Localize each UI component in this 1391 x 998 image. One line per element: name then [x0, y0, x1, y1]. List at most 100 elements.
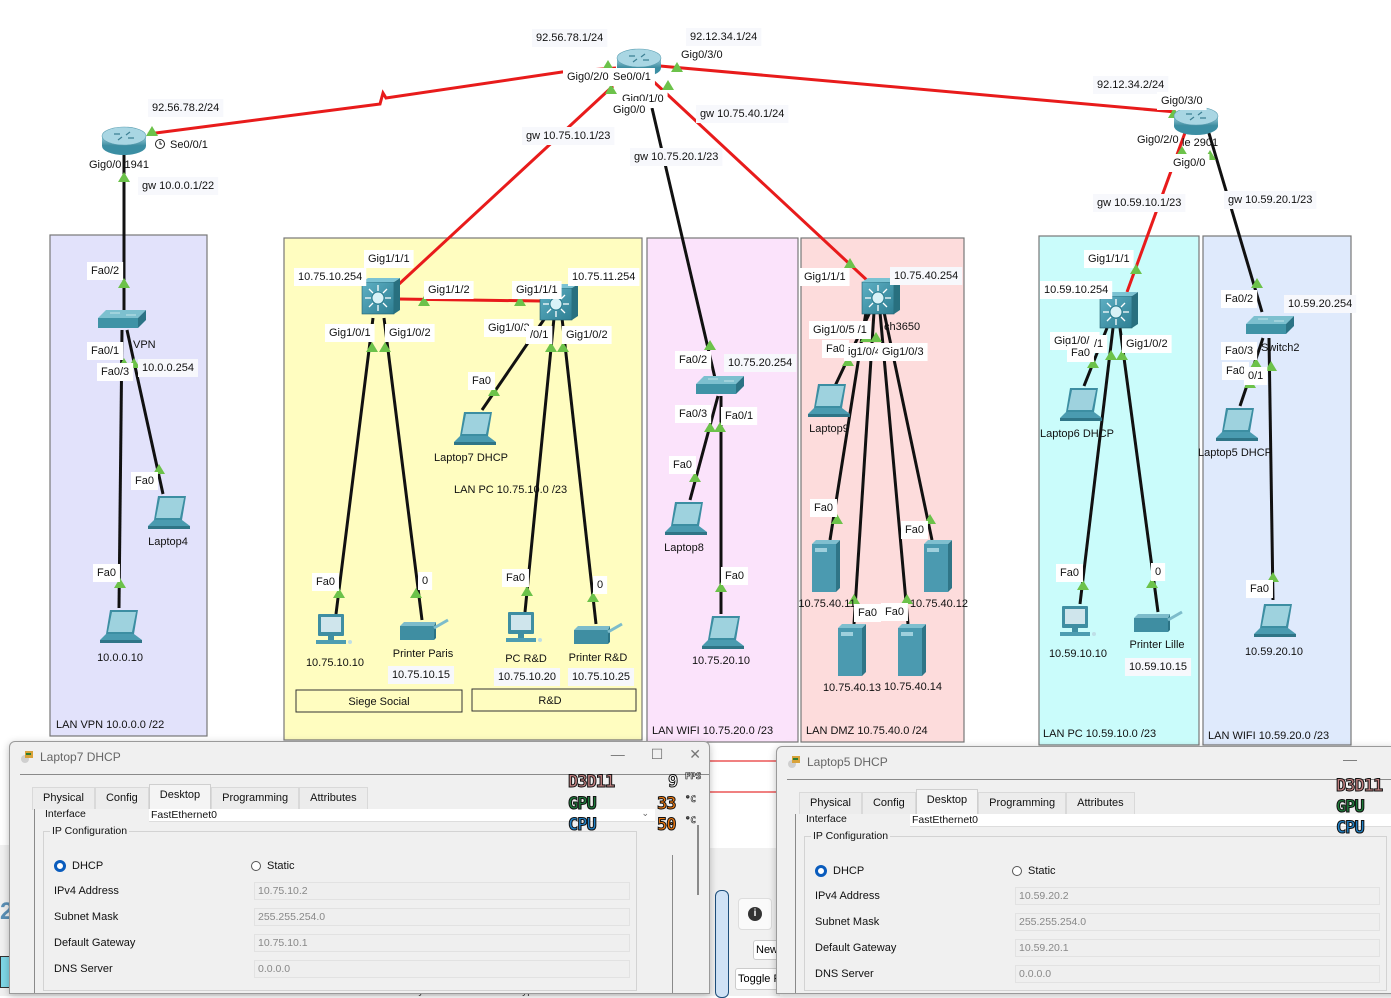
close-icon[interactable]: ✕ [689, 746, 701, 762]
tab-programming[interactable]: Programming [211, 787, 300, 810]
port-label-text: Gig0/2/0 [1137, 134, 1179, 146]
tab-attributes[interactable]: Attributes [299, 787, 368, 810]
maximize-icon[interactable]: ☐ [650, 746, 664, 762]
overlay-gpu-temp: 33 [656, 794, 677, 815]
port-label-text: Fa0/2 [1225, 293, 1253, 305]
port-label: Fa0/2 [675, 351, 712, 369]
port-label: 0/1 [1244, 367, 1268, 385]
radio-dhcp[interactable]: DHCP [815, 865, 864, 877]
radio-dhcp[interactable]: DHCP [54, 860, 103, 872]
label-background [609, 101, 650, 119]
group-siege-social[interactable]: Siege Social [295, 689, 463, 713]
radio-static[interactable]: Static [1012, 865, 1056, 877]
device-label: 10.59.20.10 [1245, 646, 1303, 658]
ip-label: 92.12.34.1/24 [686, 28, 762, 46]
tab-config[interactable]: Config [94, 787, 149, 810]
minimize-icon[interactable]: — [610, 746, 625, 762]
port-label-text: Fa0 [1226, 365, 1245, 377]
switch-wifi-paris[interactable] [695, 375, 745, 395]
server-10-75-40-14[interactable] [898, 624, 926, 676]
label-background [87, 342, 124, 360]
group-rd[interactable]: R&D [471, 688, 637, 712]
port-label: Fa0 [131, 472, 158, 490]
port-label: Se0/0/1 [609, 68, 655, 86]
label-background [138, 177, 219, 195]
label-background [696, 105, 789, 123]
port-label: Gig1/0/2 [385, 324, 435, 342]
label-background [1157, 92, 1207, 110]
packet-tracer-icon [788, 756, 800, 768]
gateway-label-text: gw 10.75.20.1/23 [634, 151, 718, 163]
label-background [512, 281, 562, 299]
tab-desktop[interactable]: Desktop [148, 784, 212, 810]
radio-label: DHCP [72, 860, 104, 872]
tab-programming[interactable]: Programming [978, 792, 1067, 815]
overlay-gpu-label: GPU [1336, 797, 1365, 818]
interface-select[interactable]: FastEthernet0 ⌄ [149, 808, 655, 822]
tab-physical[interactable]: Physical [32, 787, 95, 810]
default-gateway-field[interactable]: 10.59.20.1 [1015, 939, 1380, 957]
label-background [800, 268, 850, 286]
label-background [810, 499, 837, 517]
interface-select[interactable]: FastEthernet0 [910, 814, 1391, 827]
dialog-titlebar[interactable]: Laptop7 DHCP [10, 742, 709, 772]
tab-physical[interactable]: Physical [799, 792, 862, 815]
label-background [562, 326, 612, 344]
dns-server-field[interactable]: 0.0.0.0 [1015, 965, 1380, 983]
dns-server-field[interactable]: 0.0.0.0 [254, 960, 630, 978]
ip-label: 10.75.40.254 [890, 267, 963, 285]
port-label: Fa0/2 [1221, 290, 1258, 308]
label-background [484, 319, 534, 337]
switch-wifi-lille[interactable] [1245, 315, 1295, 335]
label-background [502, 569, 529, 587]
device-label-text: Laptop7 DHCP [434, 452, 508, 464]
minimize-icon[interactable]: — [1343, 751, 1357, 767]
device-label-text: 10.0.0.10 [97, 652, 143, 664]
dialog-titlebar[interactable]: Laptop5 DHCP [777, 747, 1391, 777]
info-button[interactable]: i [738, 898, 772, 930]
ip-configuration-group: IP Configuration DHCP Static IPv4 Addres… [43, 825, 637, 991]
label-background [1084, 250, 1134, 268]
port-label: Gig0/3/0 [1157, 92, 1207, 110]
label-background [468, 372, 495, 390]
scrollbar-track[interactable] [672, 855, 673, 993]
router-2901[interactable] [1173, 106, 1219, 136]
dialog-laptop5[interactable]: Laptop5 DHCP — Physical Config Desktop P… [776, 746, 1391, 994]
radio-dot [251, 861, 261, 871]
port-label: Fa0 [721, 567, 748, 585]
switch-vpn[interactable] [97, 309, 147, 329]
server-10-75-40-12[interactable] [924, 540, 952, 592]
port-label: Fa0 [1246, 580, 1273, 598]
ip-label-text: 10.59.20.254 [1288, 298, 1352, 310]
subnet-mask-field[interactable]: 255.255.254.0 [1015, 913, 1380, 931]
ipv4-address-field[interactable]: 10.75.10.2 [254, 882, 630, 900]
tab-config[interactable]: Config [861, 792, 916, 815]
dialog-laptop7[interactable]: Laptop7 DHCP — ☐ ✕ Physical Config Deskt… [9, 741, 710, 994]
radio-static[interactable]: Static [251, 860, 295, 872]
port-label-text: Gig0/3/0 [681, 49, 723, 61]
tab-desktop[interactable]: Desktop [915, 789, 979, 815]
device-label: Printer R&D [569, 652, 628, 664]
device-label-text: ch3650 [884, 321, 920, 333]
label-background [131, 472, 158, 490]
subnet-mask-field[interactable]: 255.255.254.0 [254, 908, 630, 926]
port-label-text: Fa0 [905, 524, 924, 536]
default-gateway-field[interactable]: 10.75.10.1 [254, 934, 630, 952]
port-label-text: /0/1 [530, 329, 548, 341]
link-r2901-lillewifi [1206, 129, 1264, 313]
server-10-75-40-11[interactable] [812, 540, 840, 592]
gateway-label: gw 10.59.20.1/23 [1224, 191, 1317, 209]
background-scroll-handle[interactable] [715, 890, 729, 998]
port-label: Fa0 [854, 604, 881, 622]
ipv4-address-field[interactable]: 10.59.20.2 [1015, 887, 1380, 905]
device-label: Laptop6 DHCP [1040, 428, 1114, 440]
scrollbar-thumb[interactable] [697, 825, 699, 895]
server-10-75-40-13[interactable] [838, 624, 866, 676]
link-core-dmz [652, 80, 872, 285]
router-1941[interactable] [101, 126, 147, 156]
tab-attributes[interactable]: Attributes [1066, 792, 1135, 815]
ip-label-text: 10.75.11.254 [572, 271, 635, 283]
multilayer-switch-siege[interactable] [361, 277, 401, 315]
port-label-text: Fa0 [858, 607, 877, 619]
